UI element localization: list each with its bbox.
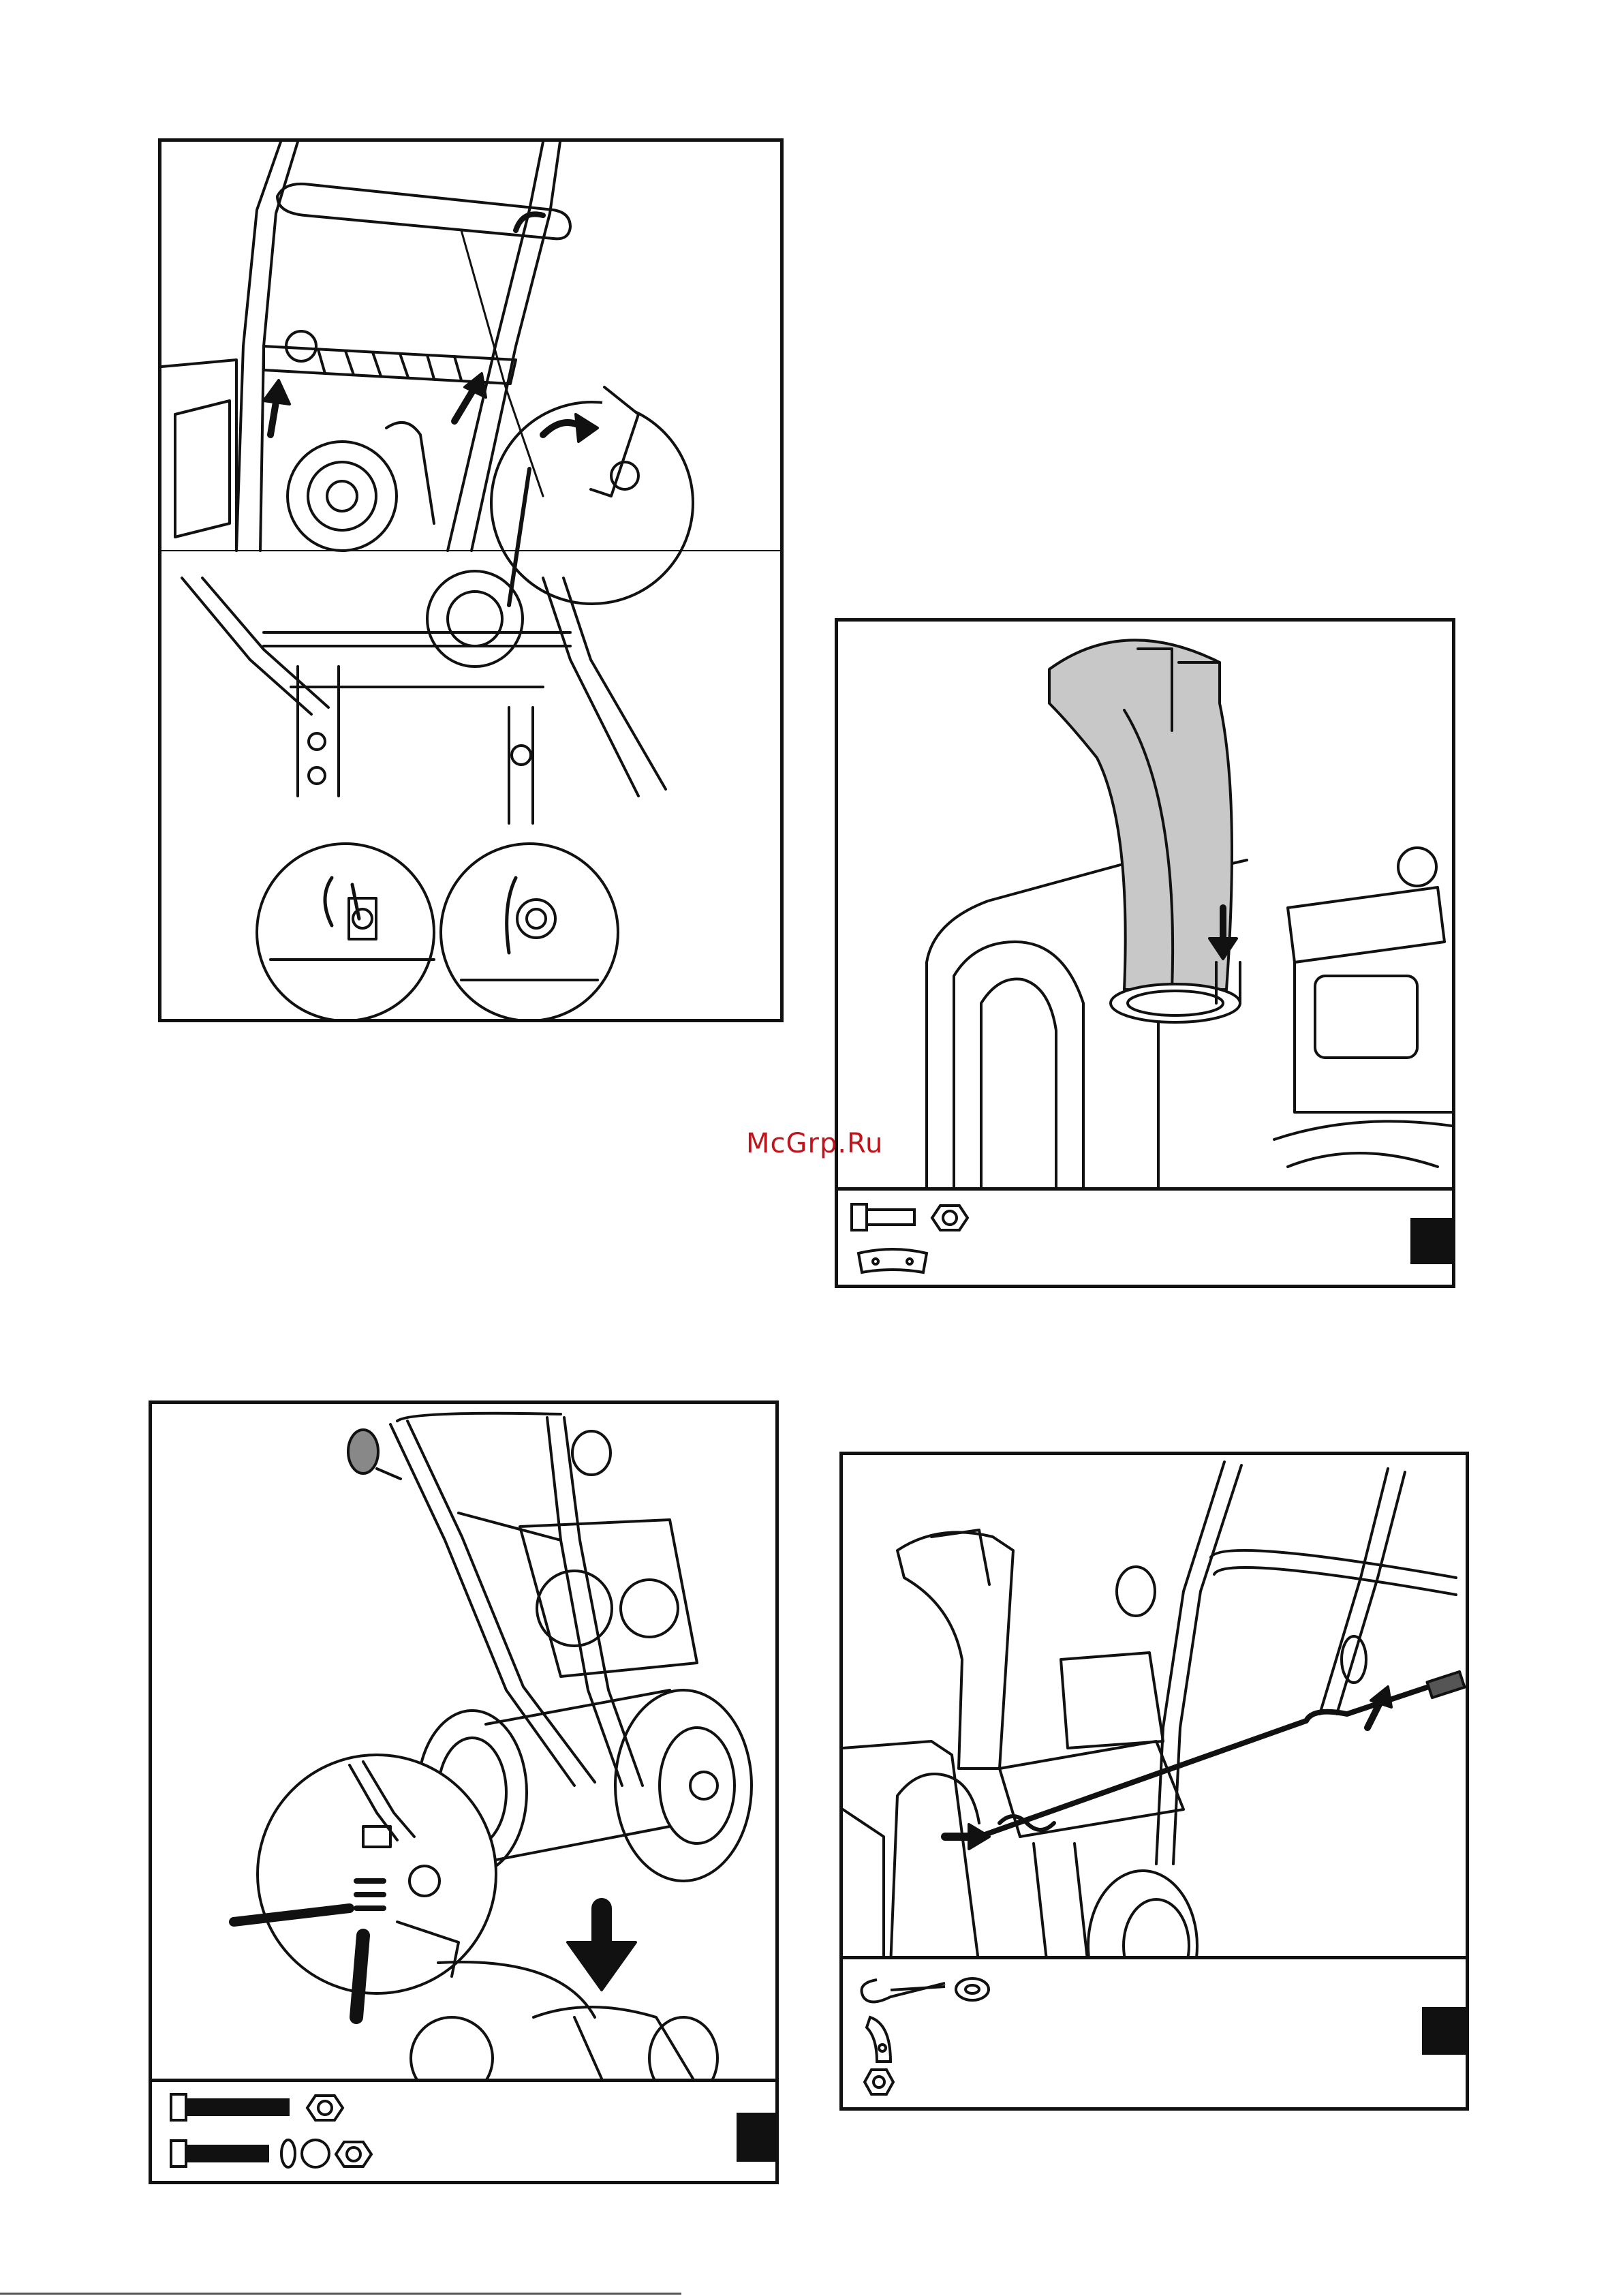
step-badge — [737, 2113, 779, 2162]
lower-handle-parts-strip — [152, 2079, 775, 2181]
handle-routing-illustration — [161, 142, 780, 1019]
footer-rule — [0, 2293, 681, 2295]
lock-nut-icon — [336, 2142, 371, 2167]
panel-lower-handle-mounting — [149, 1400, 779, 2184]
hex-nut-icon — [865, 2070, 893, 2094]
lower-handle-illustration — [152, 1404, 775, 2085]
chute-rod-parts-icons — [843, 1959, 1466, 2104]
step-badge — [1410, 1218, 1455, 1264]
chute-mounting-illustration — [838, 622, 1452, 1194]
chute-rod-parts-strip — [843, 1956, 1466, 2107]
rod-bracket-icon — [867, 2017, 891, 2062]
step-badge — [1422, 2007, 1469, 2055]
chute-clamp-icon — [859, 1249, 927, 1272]
flat-washer-icon — [956, 1978, 989, 2000]
panel-chute-rod-mounting — [839, 1452, 1469, 2111]
long-bolt-icon — [171, 2094, 288, 2120]
panel-handle-cable-routing — [158, 138, 784, 1022]
bolt-icon — [852, 1204, 914, 1230]
panel-chute-mounting — [835, 618, 1455, 1288]
flange-nut-icon — [932, 1206, 968, 1230]
lower-handle-parts-icons — [152, 2082, 775, 2177]
chute-rod-illustration — [843, 1455, 1466, 1966]
chute-parts-strip — [838, 1187, 1452, 1285]
lock-nut-icon — [307, 2096, 343, 2120]
hair-pin-icon — [862, 1980, 946, 2002]
watermark-text: McGrp.Ru — [746, 1128, 883, 1159]
bolt-with-washers-icon — [171, 2140, 329, 2167]
chute-parts-icons — [838, 1191, 1452, 1281]
